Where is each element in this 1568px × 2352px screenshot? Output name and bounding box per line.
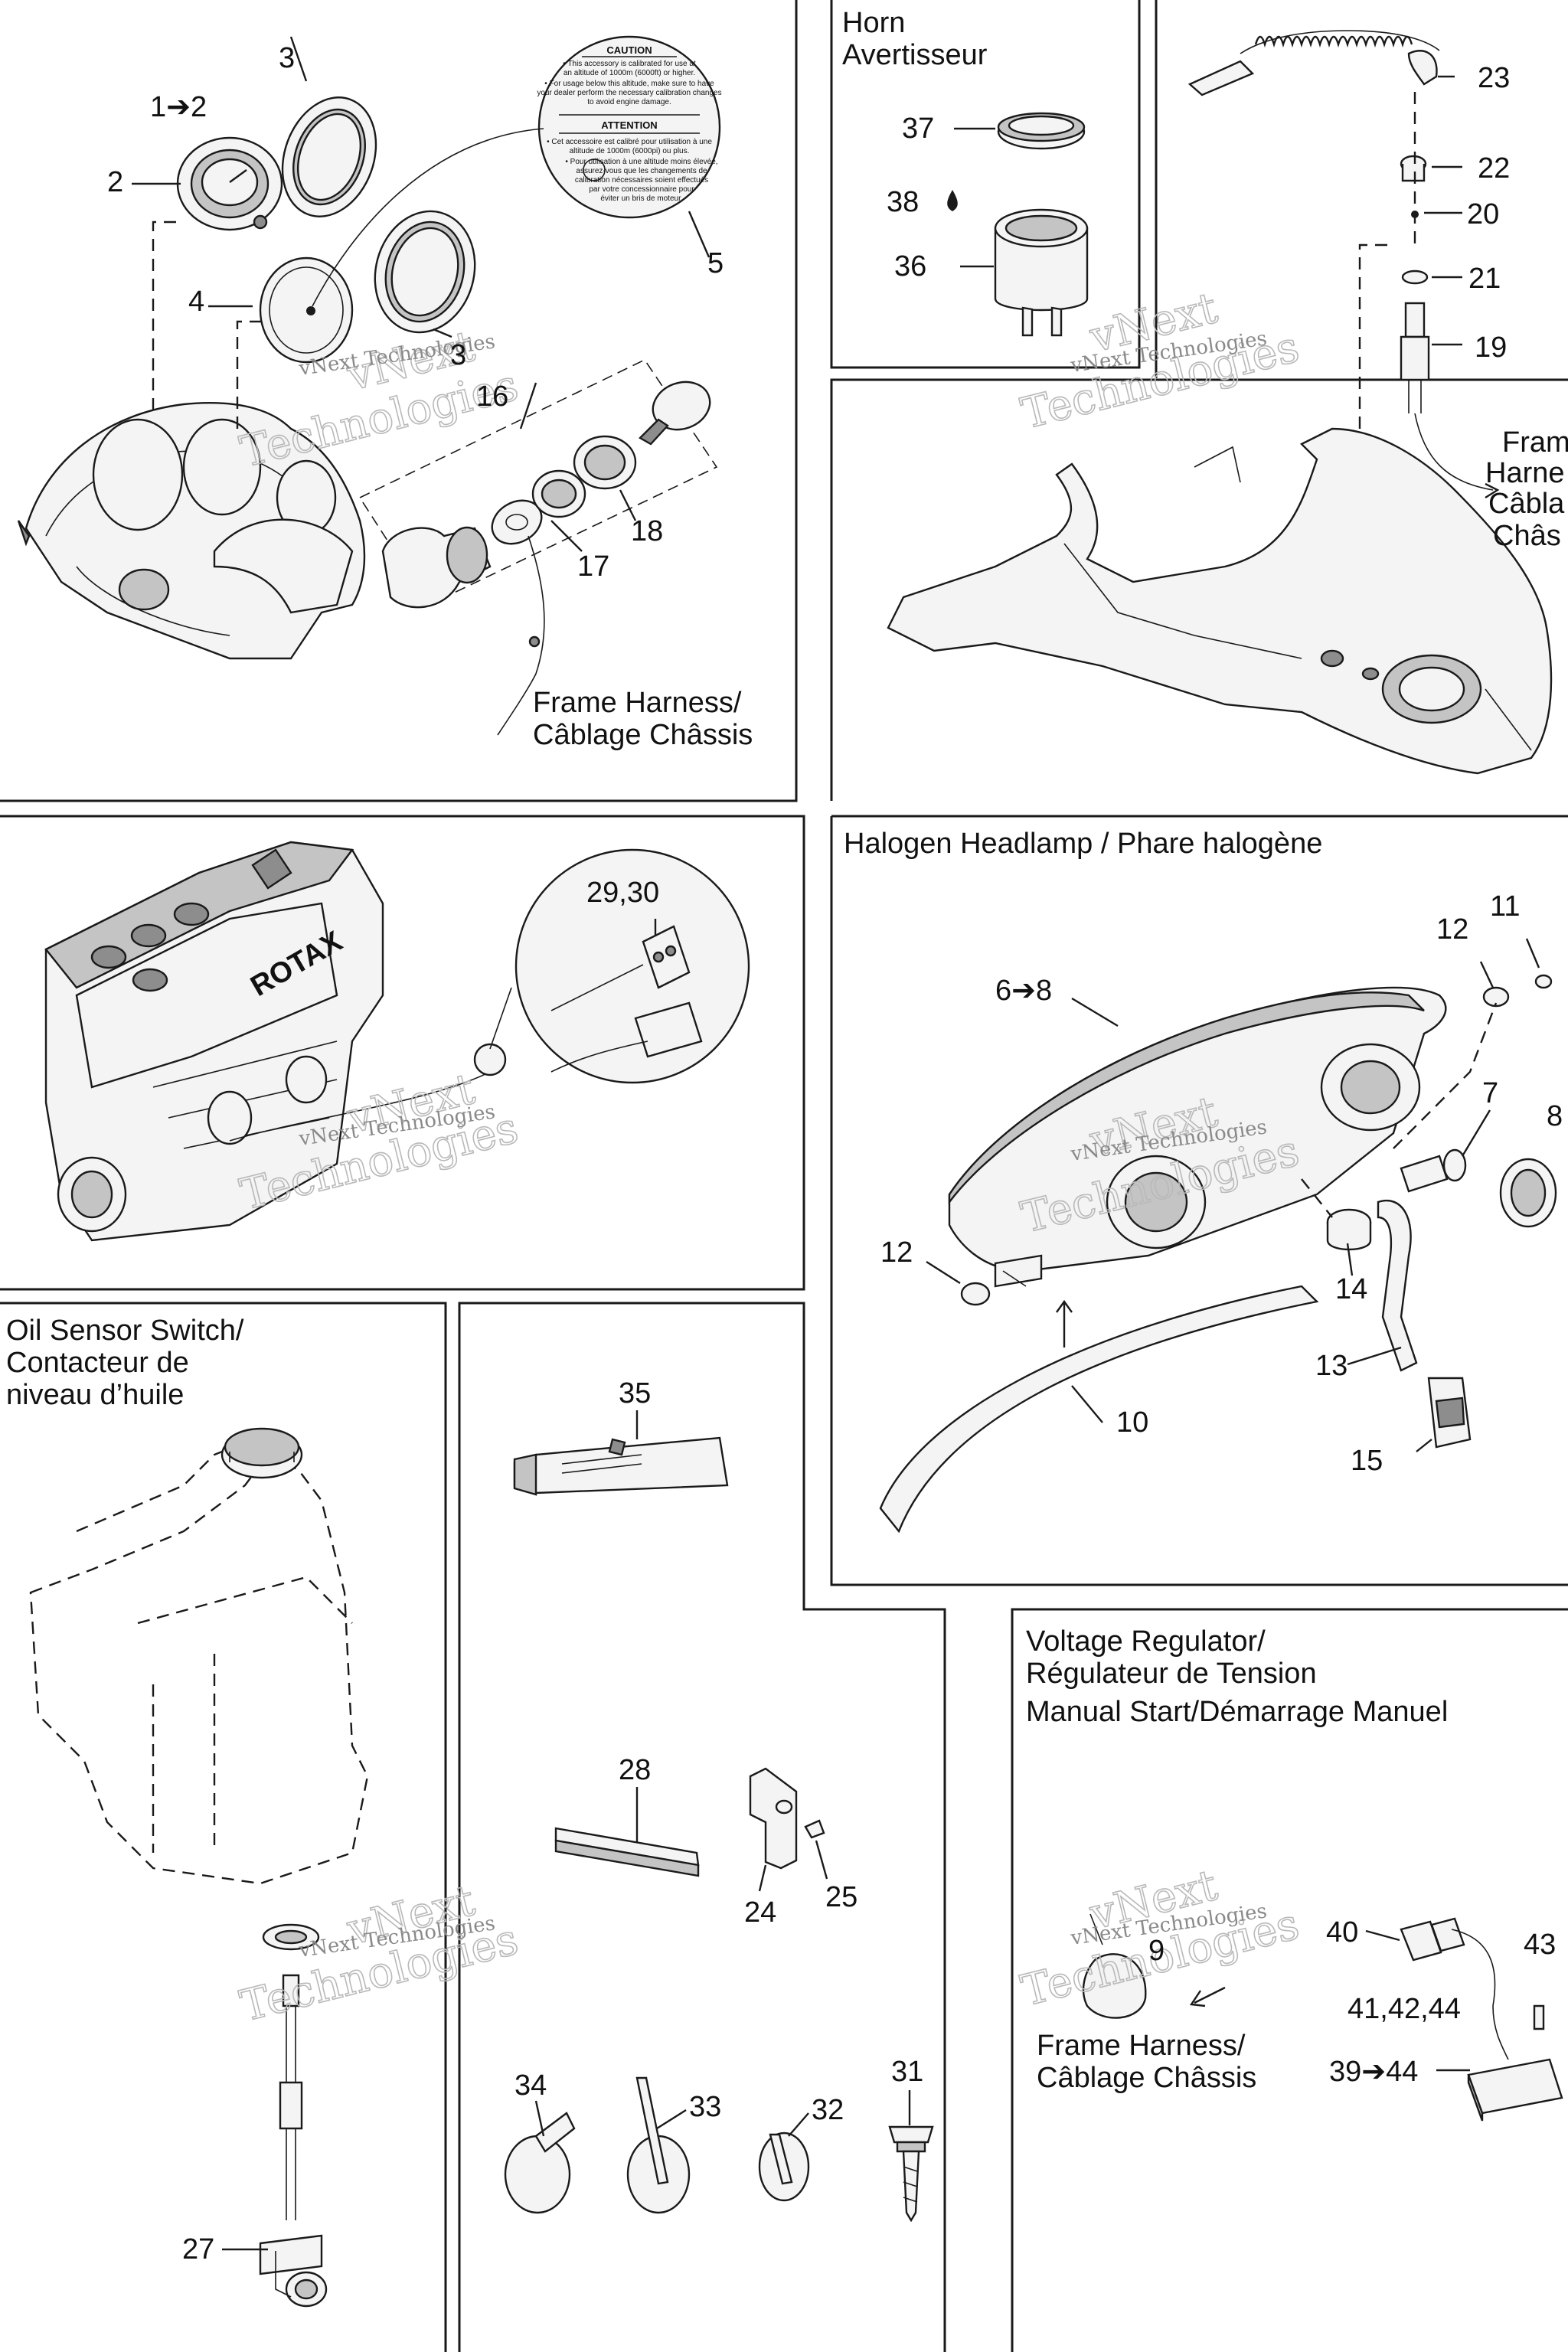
callout-13: 13 xyxy=(1315,1350,1348,1382)
callout-34: 34 xyxy=(514,2069,547,2102)
callout-17: 17 xyxy=(577,550,609,583)
svg-text:altitude de 1000m (6000pi) ou: altitude de 1000m (6000pi) ou plus. xyxy=(570,147,690,155)
callout-6-8: 6➔8 xyxy=(995,975,1052,1007)
harness-note-tether-1: Fram xyxy=(1502,426,1568,459)
svg-text:calibration nécessaires soient: calibration nécessaires soient effectués xyxy=(575,176,708,185)
tether-switch-assembly xyxy=(887,30,1553,775)
harness-note-regulator: Frame Harness/ xyxy=(1037,2030,1246,2062)
horn-title-fr: Avertisseur xyxy=(842,39,988,71)
leader-lines xyxy=(132,36,1540,2251)
svg-text:• For usage below this altitud: • For usage below this altitude, make su… xyxy=(544,80,714,88)
svg-text:your dealer perform the necess: your dealer perform the necessary calibr… xyxy=(537,89,721,97)
callout-15: 15 xyxy=(1351,1445,1383,1477)
callout-7: 7 xyxy=(1482,1077,1498,1109)
callout-5: 5 xyxy=(707,247,724,279)
svg-text:par votre concessionnaire pour: par votre concessionnaire pour xyxy=(589,185,694,194)
callout-9: 9 xyxy=(1148,1935,1165,1967)
headlamp-assembly xyxy=(879,974,1557,1534)
callout-8: 8 xyxy=(1547,1100,1563,1132)
harness-note-console-fr: Câblage Châssis xyxy=(533,719,753,751)
callout-38: 38 xyxy=(887,186,919,218)
regulator-title-fr: Régulateur de Tension xyxy=(1026,1658,1317,1690)
callout-18: 18 xyxy=(631,515,663,547)
regulator-title: Voltage Regulator/ xyxy=(1026,1625,1266,1658)
svg-text:éviter un bris de moteur.: éviter un bris de moteur. xyxy=(600,194,682,203)
horn-assembly xyxy=(947,112,1089,337)
voltage-regulator-assembly xyxy=(1082,1913,1563,2122)
callout-20: 20 xyxy=(1467,198,1499,230)
svg-text:to avoid engine damage.: to avoid engine damage. xyxy=(587,98,671,106)
svg-text:• Pour utilisation à une altit: • Pour utilisation à une altitude moins … xyxy=(565,158,717,166)
svg-text:• Cet accessoire est calibré p: • Cet accessoire est calibré pour utilis… xyxy=(547,138,712,146)
callout-numbers: 1➔2 2 3 4 5 3 16 17 18 37 38 36 23 22 20… xyxy=(107,42,1563,2265)
callout-21: 21 xyxy=(1468,263,1501,295)
oil-sensor-title: Oil Sensor Switch/ xyxy=(6,1315,244,1347)
harness-note-tether-2: Harne xyxy=(1485,457,1565,489)
headlamp-title: Halogen Headlamp / Phare halogène xyxy=(844,828,1322,860)
callout-43: 43 xyxy=(1524,1929,1556,1961)
harness-note-console: Frame Harness/ xyxy=(533,687,742,719)
decal-attention-heading: ATTENTION xyxy=(601,119,657,131)
callout-32: 32 xyxy=(812,2094,844,2126)
callout-28: 28 xyxy=(619,1754,651,1786)
svg-text:an altitude of 1000m (6000ft): an altitude of 1000m (6000ft) or higher. xyxy=(564,69,695,77)
harness-note-tether-4: Châs xyxy=(1493,520,1561,552)
callout-19: 19 xyxy=(1475,332,1507,364)
callout-24: 24 xyxy=(744,1896,776,1929)
callout-33: 33 xyxy=(689,2091,721,2123)
callout-37: 37 xyxy=(902,113,934,145)
callout-27: 27 xyxy=(182,2233,214,2265)
callout-10: 10 xyxy=(1116,1406,1148,1439)
callout-4: 4 xyxy=(188,286,204,318)
callout-29-30: 29,30 xyxy=(586,877,659,909)
callout-35: 35 xyxy=(619,1377,651,1410)
callout-22: 22 xyxy=(1478,152,1510,185)
oil-tank-assembly xyxy=(29,1427,369,2308)
callout-1-2: 1➔2 xyxy=(150,91,207,123)
callout-14: 14 xyxy=(1335,1273,1367,1305)
callout-36: 36 xyxy=(894,250,926,283)
callout-23: 23 xyxy=(1478,62,1510,94)
callout-31: 31 xyxy=(891,2056,923,2088)
engine-assembly: ROTAX xyxy=(44,841,750,1242)
decal-caution-heading: CAUTION xyxy=(606,44,652,56)
callout-16: 16 xyxy=(476,381,508,413)
callout-40: 40 xyxy=(1326,1916,1358,1949)
harness-note-tether-3: Câbla xyxy=(1488,488,1565,520)
console-assembly: CAUTION • This accessory is calibrated f… xyxy=(17,35,722,736)
svg-text:assurez-vous que les changemen: assurez-vous que les changements de xyxy=(576,167,707,175)
callout-12-top: 12 xyxy=(1436,913,1468,946)
hardware-parts xyxy=(504,1436,934,2223)
callout-12-lower: 12 xyxy=(880,1236,913,1269)
horn-title: Horn xyxy=(842,7,905,39)
svg-text:• This accessory is calibrated: • This accessory is calibrated for use a… xyxy=(563,60,696,68)
callout-3-lower: 3 xyxy=(450,339,466,371)
callout-11: 11 xyxy=(1490,890,1520,923)
callout-25: 25 xyxy=(825,1881,858,1913)
callout-3-top: 3 xyxy=(279,42,295,74)
callout-2: 2 xyxy=(107,166,123,198)
callout-39-44: 39➔44 xyxy=(1329,2056,1418,2088)
callout-41-42-44: 41,42,44 xyxy=(1348,1993,1461,2025)
oil-sensor-title-fr2: niveau d’huile xyxy=(6,1379,184,1411)
oil-sensor-title-fr1: Contacteur de xyxy=(6,1347,189,1379)
harness-note-regulator-fr: Câblage Châssis xyxy=(1037,2062,1256,2094)
manual-start-title: Manual Start/Démarrage Manuel xyxy=(1026,1696,1448,1728)
